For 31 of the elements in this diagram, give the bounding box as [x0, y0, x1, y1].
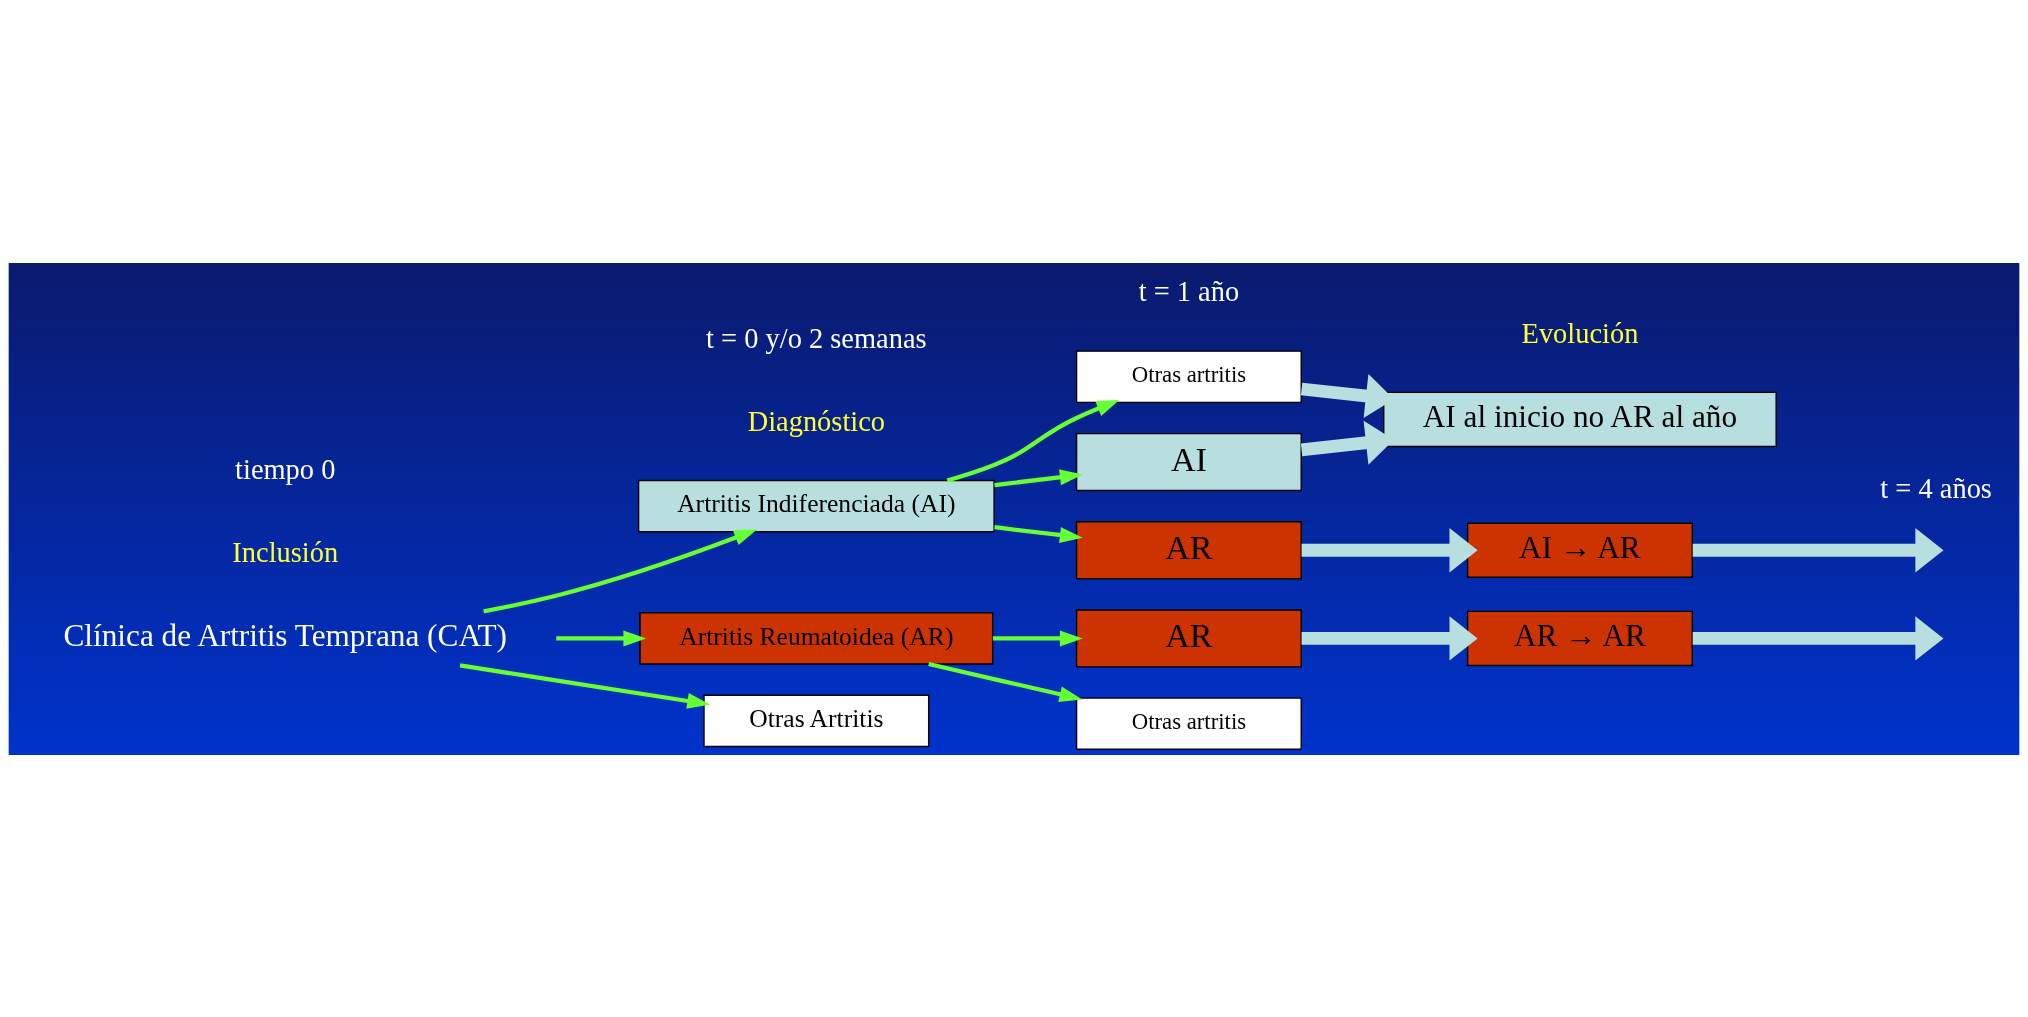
label: Inclusión — [232, 536, 339, 568]
label: Diagnóstico — [747, 405, 886, 437]
node-box: AI al inicio no AR al año — [1383, 391, 1777, 447]
arrow — [928, 661, 1083, 702]
arrow — [994, 468, 1083, 487]
arrow — [1692, 615, 1944, 661]
node-box: AR — [1075, 608, 1302, 668]
label: t = 1 año — [1138, 275, 1240, 307]
node-box: Otras Artritis — [703, 694, 930, 747]
node-box: Otras artritis — [1075, 696, 1302, 750]
node-text: Clínica de Artritis Temprana (CAT) — [63, 617, 508, 653]
arrow — [1692, 527, 1944, 572]
arrow — [459, 662, 711, 709]
arrow — [1301, 615, 1478, 661]
node-box: AI — [1075, 432, 1302, 491]
node-box: Artritis Reumatoidea (AR) — [639, 611, 994, 665]
node-box: AR — [1075, 520, 1302, 579]
arrow — [994, 524, 1083, 543]
arrow — [483, 529, 758, 613]
label: tiempo 0 — [235, 453, 336, 485]
label: t = 0 y/o 2 semanas — [706, 322, 927, 354]
arrow — [946, 399, 1120, 482]
arrow — [992, 629, 1083, 646]
node-box: Artritis Indiferenciada (AI) — [637, 479, 995, 532]
label: t = 4 años — [1880, 472, 1992, 504]
label: Evolución — [1521, 317, 1639, 349]
node-box: AI → AR — [1466, 522, 1693, 578]
node-box: AR → AR — [1466, 610, 1693, 666]
arrow — [556, 629, 647, 646]
node-box: Otras artritis — [1075, 349, 1302, 403]
arrow — [1301, 527, 1478, 572]
